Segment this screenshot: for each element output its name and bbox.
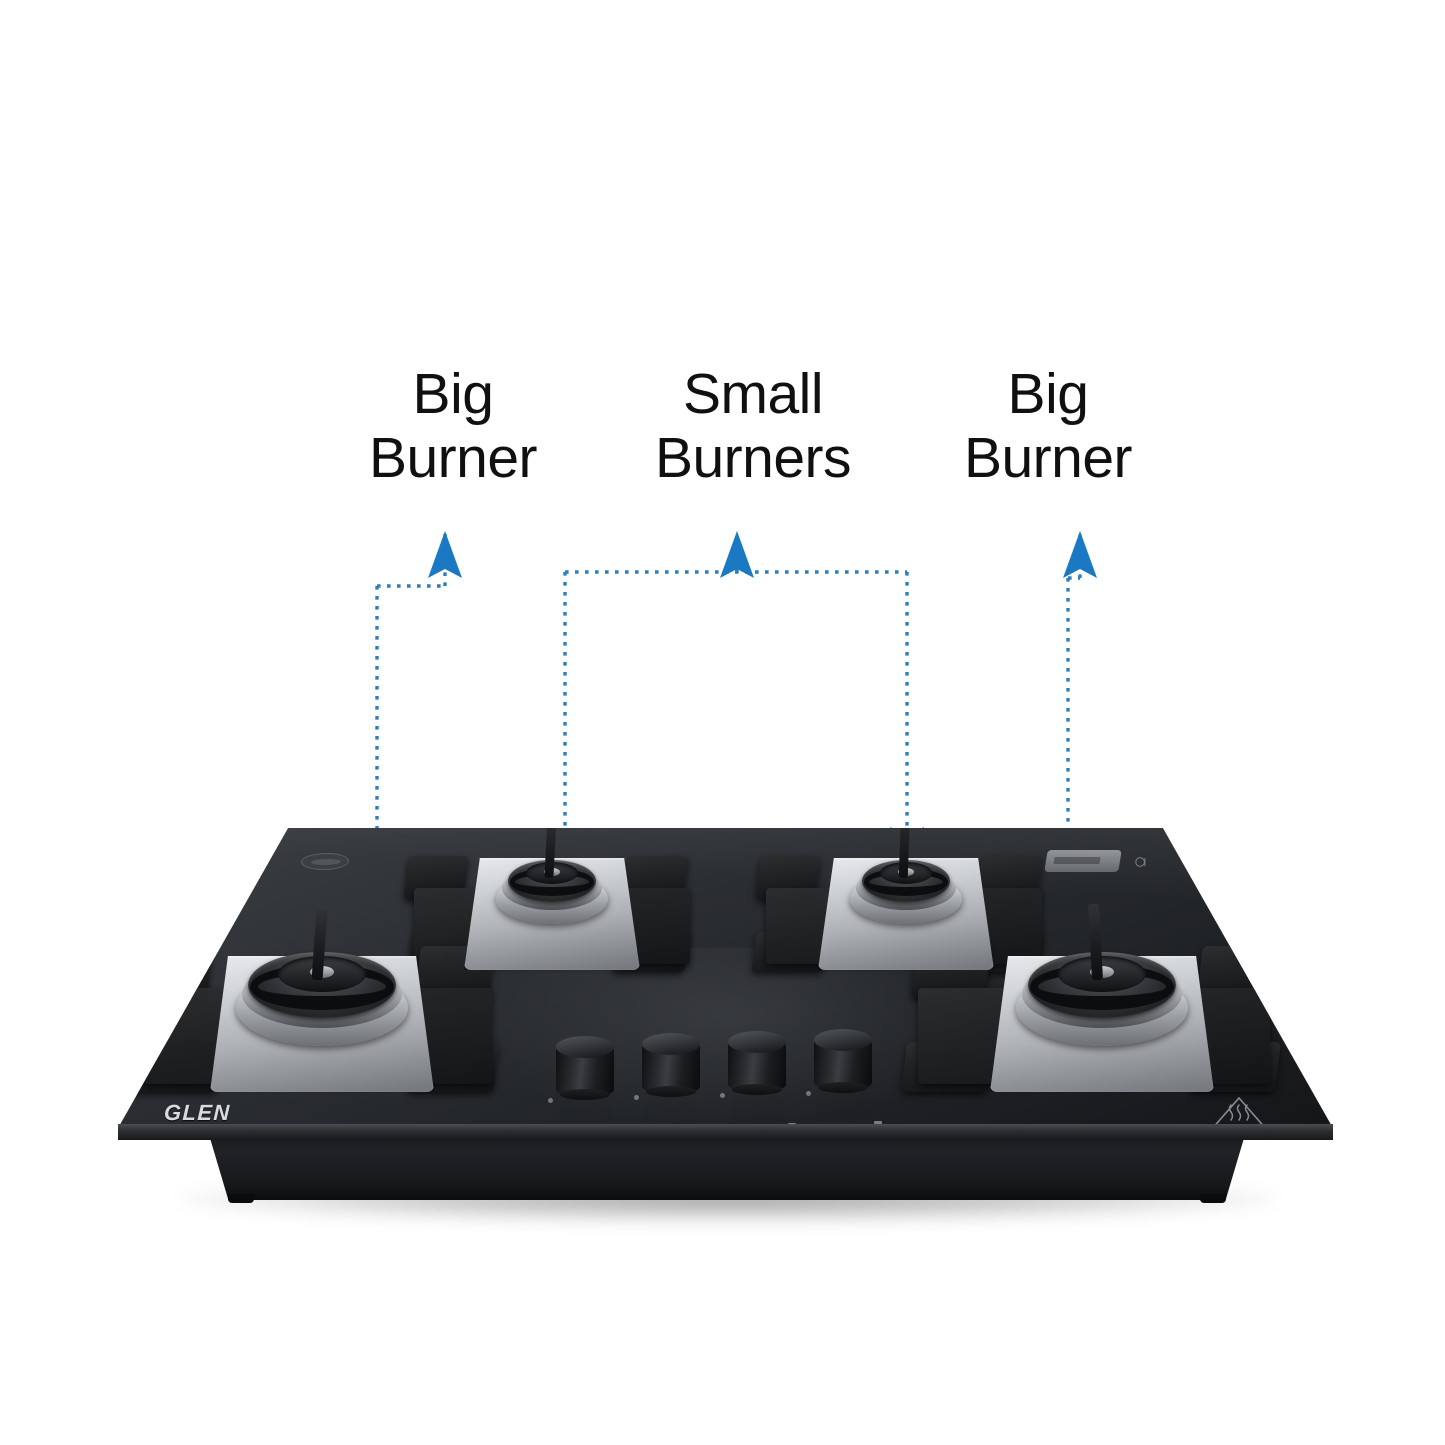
burner-front-left-big xyxy=(210,909,434,1092)
callout-label-big-burner-right: Big Burner xyxy=(963,362,1133,491)
appliance-foot-right xyxy=(1200,1194,1226,1203)
control-knob-4[interactable] xyxy=(806,1029,882,1140)
knob-4-pip xyxy=(806,1091,811,1096)
burner-rear-right-small xyxy=(818,828,994,970)
burner-rear-left-small xyxy=(464,828,640,970)
rating-plate xyxy=(1044,850,1122,872)
callout-label-small-burners: Small Burners xyxy=(654,362,852,491)
knob-1-top xyxy=(556,1036,614,1058)
control-knob-3[interactable] xyxy=(720,1031,796,1140)
certification-mark-icon xyxy=(1135,857,1146,867)
arrow-up-right xyxy=(1063,531,1097,578)
knob-3-pip xyxy=(720,1093,725,1098)
glass-cooktop-surface: GLEN xyxy=(118,828,1333,1140)
arrow-up-left xyxy=(428,531,462,578)
control-knob-1[interactable] xyxy=(548,1036,624,1140)
knob-4-collar xyxy=(818,1082,868,1093)
callout-label-big-burner-left: Big Burner xyxy=(368,362,538,491)
gas-hob-appliance: GLEN xyxy=(118,828,1333,1228)
arrow-up-center xyxy=(720,531,754,578)
appliance-chassis xyxy=(206,1128,1248,1200)
glass-front-bevel xyxy=(118,1124,1333,1140)
connector-small-burners xyxy=(548,531,924,876)
control-knob-2[interactable] xyxy=(634,1033,710,1140)
knob-4-top xyxy=(814,1029,872,1051)
knob-3-collar xyxy=(732,1084,782,1095)
knob-1-collar xyxy=(560,1089,610,1100)
knob-3-top xyxy=(728,1031,786,1053)
appliance-foot-left xyxy=(228,1194,254,1203)
brand-logo-glen: GLEN xyxy=(163,1100,232,1125)
knob-2-top xyxy=(642,1033,700,1055)
knob-2-collar xyxy=(646,1086,696,1097)
burner-front-right-big xyxy=(990,903,1214,1092)
knob-2-pip xyxy=(634,1095,639,1100)
knob-1-pip xyxy=(548,1098,553,1103)
manufacturer-oval-emblem-icon xyxy=(300,852,350,871)
